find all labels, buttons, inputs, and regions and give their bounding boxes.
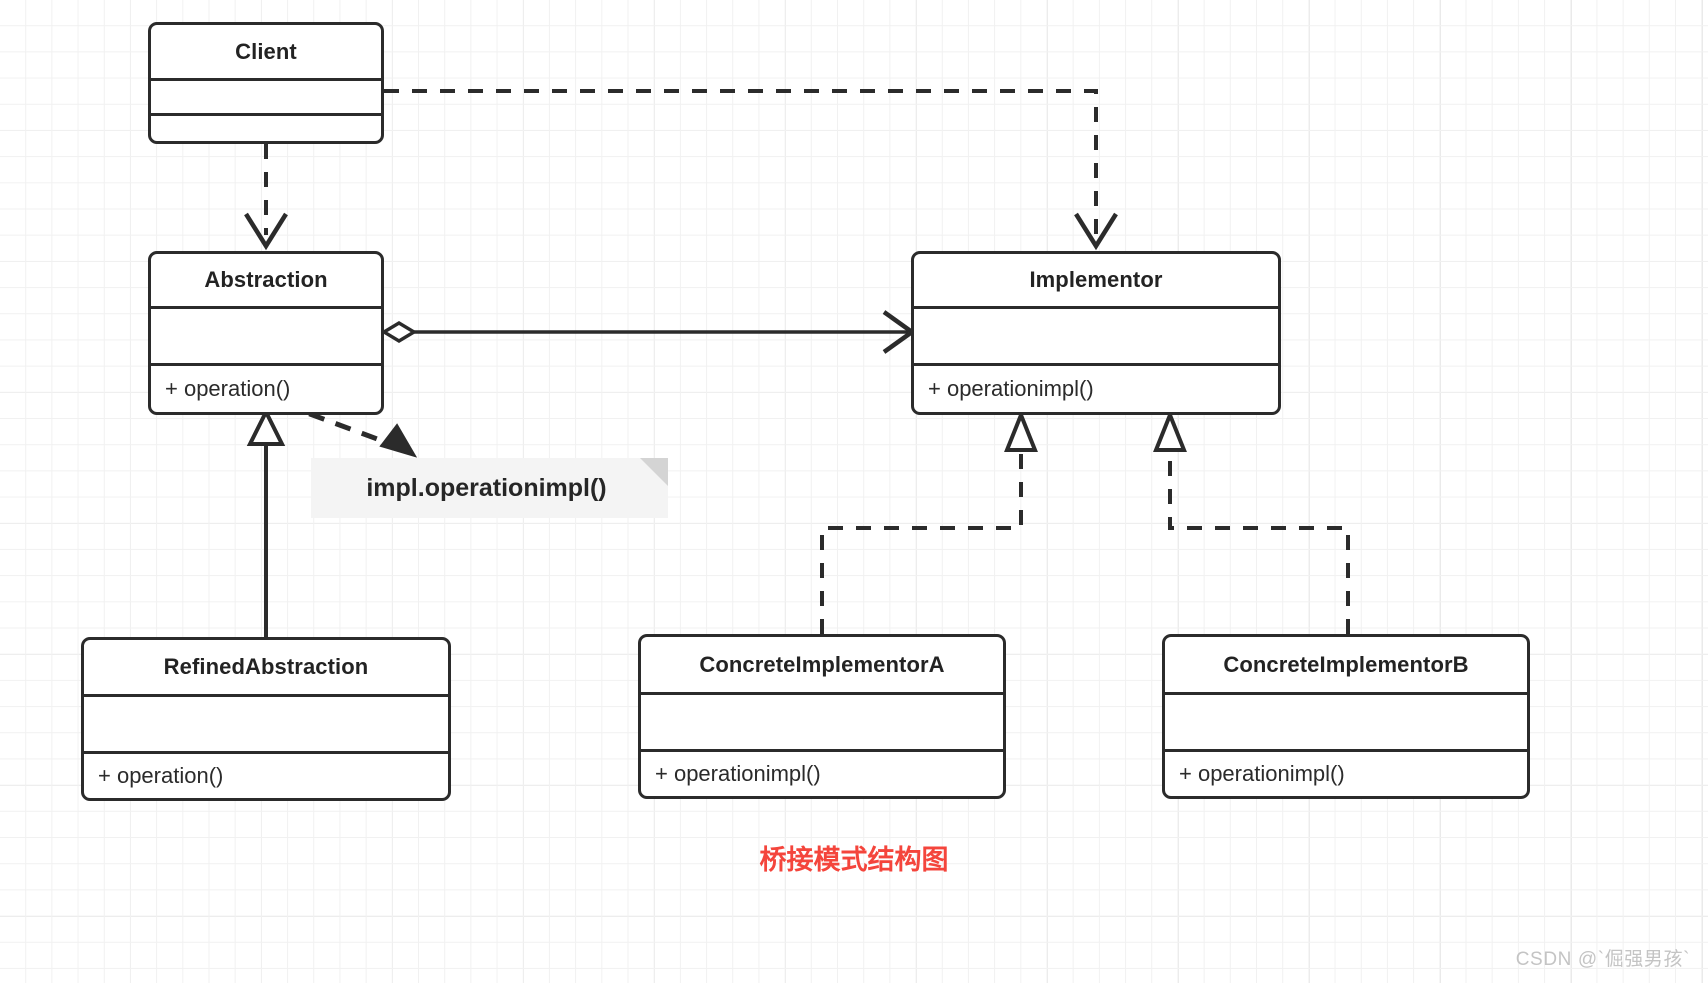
watermark-text: CSDN @`倔强男孩` [1515, 949, 1690, 970]
class-box-concrete-implementor-a[interactable]: ConcreteImplementorA + operationimpl() [638, 634, 1006, 799]
class-box-refined-abstraction[interactable]: RefinedAbstraction + operation() [81, 637, 451, 801]
class-attributes-abstraction [151, 306, 381, 363]
connector-concretea-to-implementor [820, 409, 1038, 634]
class-attributes-refined-abstraction [84, 694, 448, 751]
class-operations-abstraction: + operation() [151, 363, 381, 412]
class-box-concrete-implementor-b[interactable]: ConcreteImplementorB + operationimpl() [1162, 634, 1530, 799]
class-operations-implementor: + operationimpl() [914, 363, 1278, 412]
class-operations-concrete-implementor-a: + operationimpl() [641, 749, 1003, 796]
class-attributes-concrete-implementor-a [641, 692, 1003, 749]
class-box-client[interactable]: Client [148, 22, 384, 144]
class-attributes-client [151, 78, 381, 113]
class-operations-refined-abstraction: + operation() [84, 751, 448, 798]
uml-note-text: impl.operationimpl() [366, 473, 607, 502]
class-name-concrete-implementor-b: ConcreteImplementorB [1223, 651, 1469, 677]
class-name-client: Client [235, 38, 297, 64]
diagram-caption: 桥接模式结构图 [759, 845, 949, 875]
connector-client-to-implementor [384, 89, 1118, 251]
class-operations-concrete-implementor-b: + operationimpl() [1165, 749, 1527, 796]
class-name-concrete-implementor-a: ConcreteImplementorA [699, 651, 945, 677]
class-attributes-concrete-implementor-b [1165, 692, 1527, 749]
connector-abstraction-to-implementor [380, 310, 916, 354]
class-operations-client [151, 113, 381, 141]
connector-concreteb-to-implementor [1153, 409, 1350, 634]
connector-client-to-abstraction [244, 144, 288, 251]
note-fold-corner-icon [640, 458, 668, 486]
class-name-implementor: Implementor [1029, 267, 1163, 292]
class-box-abstraction[interactable]: Abstraction + operation() [148, 251, 384, 415]
class-name-abstraction: Abstraction [204, 267, 328, 292]
class-name-refined-abstraction: RefinedAbstraction [163, 654, 369, 679]
class-attributes-implementor [914, 306, 1278, 363]
class-box-implementor[interactable]: Implementor + operationimpl() [911, 251, 1281, 415]
uml-note[interactable]: impl.operationimpl() [311, 458, 668, 518]
connector-refined-to-abstraction [246, 407, 286, 637]
